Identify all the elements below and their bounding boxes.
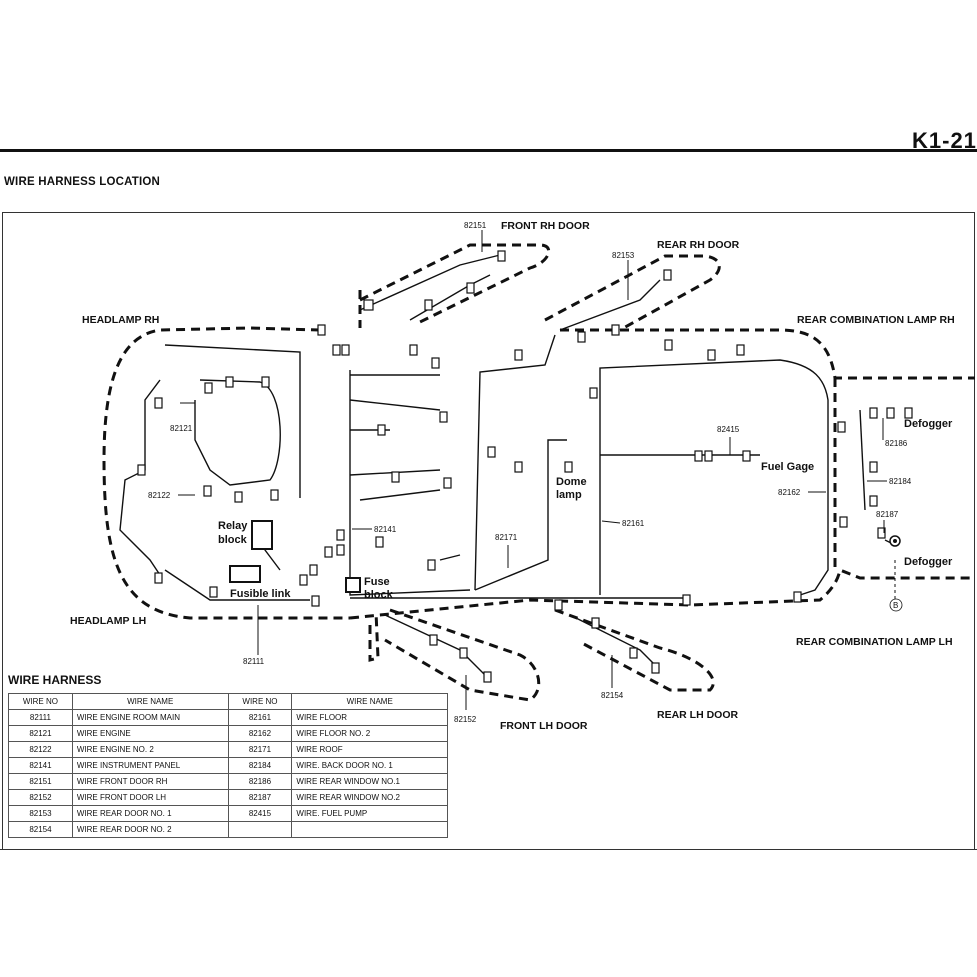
wire-name [291, 821, 448, 838]
fusible-link [229, 565, 261, 583]
wire-no: 82187 [227, 789, 293, 806]
label-dome: Dome [556, 476, 587, 488]
relay-block [251, 520, 273, 550]
wire-num-82184: 82184 [889, 477, 912, 486]
label-fusible-link: Fusible link [230, 588, 291, 600]
label-defogger-top: Defogger [904, 418, 953, 430]
wire-num-82171: 82171 [495, 533, 518, 542]
wire-harness-table: WIRE NO WIRE NAME WIRE NO WIRE NAME 8211… [8, 693, 448, 838]
wire-no: 82184 [227, 757, 293, 774]
label-relay: Relay [218, 520, 248, 532]
wire-num-82154: 82154 [601, 691, 624, 700]
page-number: K1-21 [912, 128, 977, 153]
wire-no: 82161 [227, 709, 293, 726]
footer-rule [0, 849, 977, 850]
label-defogger-bottom: Defogger [904, 556, 953, 568]
label-rear-combination-lamp-rh: REAR COMBINATION LAMP RH [797, 314, 955, 326]
wire-num-82153: 82153 [612, 251, 635, 260]
fuse-block [345, 577, 361, 593]
wire-name: WIRE. BACK DOOR NO. 1 [291, 757, 448, 774]
label-headlamp-lh: HEADLAMP LH [70, 615, 146, 627]
wire-no: 82152 [8, 789, 73, 806]
wire-name: WIRE FRONT DOOR RH [71, 773, 229, 790]
defogger-ground-dot [893, 539, 897, 543]
label-rear-rh-door: REAR RH DOOR [657, 239, 740, 251]
wire-no [227, 821, 293, 838]
wire-name: WIRE FRONT DOOR LH [71, 789, 229, 806]
label-front-lh-door: FRONT LH DOOR [500, 720, 588, 732]
wire-name: WIRE REAR WINDOW NO.1 [291, 773, 448, 790]
circle-b-label: B [893, 601, 898, 610]
header-rule [0, 149, 977, 152]
wire-num-82162: 82162 [778, 488, 801, 497]
wire-num-82161: 82161 [622, 519, 645, 528]
label-headlamp-rh: HEADLAMP RH [82, 314, 159, 326]
label-relay-block: block [218, 534, 248, 546]
wire-name: WIRE INSTRUMENT PANEL [71, 757, 229, 774]
wire-name: WIRE ENGINE NO. 2 [71, 741, 229, 758]
label-rear-lh-door: REAR LH DOOR [657, 709, 739, 721]
wire-name: WIRE. FUEL PUMP [291, 805, 448, 822]
wire-no: 82186 [227, 773, 293, 790]
connectors [137, 250, 913, 683]
vehicle-outline [102, 243, 975, 702]
wire-no: 82154 [8, 821, 73, 838]
wire-num-82151: 82151 [464, 221, 487, 230]
header-wire-name: WIRE NAME [71, 693, 229, 710]
wire-num-82111: 82111 [243, 657, 265, 666]
wire-no: 82121 [8, 725, 73, 742]
wire-num-82122: 82122 [148, 491, 171, 500]
header-wire-name-2: WIRE NAME [291, 693, 448, 710]
wire-name: WIRE ENGINE ROOM MAIN [71, 709, 229, 726]
label-fuse: Fuse [364, 576, 390, 588]
table-header-row: WIRE NO WIRE NAME WIRE NO WIRE NAME [8, 693, 448, 710]
wire-harness-title: WIRE HARNESS [8, 673, 102, 687]
wire-no: 82162 [227, 725, 293, 742]
pointer-arrows [178, 230, 896, 710]
wire-no: 82151 [8, 773, 73, 790]
wire-num-82121: 82121 [170, 424, 193, 433]
wire-no: 82141 [8, 757, 73, 774]
wire-name: WIRE FLOOR NO. 2 [291, 725, 448, 742]
wire-no: 82171 [227, 741, 293, 758]
wire-num-82186: 82186 [885, 439, 908, 448]
wire-no: 82122 [8, 741, 73, 758]
wire-name: WIRE ROOF [291, 741, 448, 758]
header-wire-no-2: WIRE NO [227, 693, 293, 710]
section-title: WIRE HARNESS LOCATION [4, 176, 161, 188]
label-dome-lamp: lamp [556, 489, 582, 501]
wire-name: WIRE REAR WINDOW NO.2 [291, 789, 448, 806]
wire-num-82187: 82187 [876, 510, 899, 519]
wire-name: WIRE FLOOR [291, 709, 448, 726]
label-front-rh-door: FRONT RH DOOR [501, 220, 590, 232]
wire-no: 82153 [8, 805, 73, 822]
wire-num-82152: 82152 [454, 715, 477, 724]
wire-name: WIRE REAR DOOR NO. 1 [71, 805, 229, 822]
wire-num-82141: 82141 [374, 525, 397, 534]
header-wire-no: WIRE NO [8, 693, 73, 710]
wire-name: WIRE ENGINE [71, 725, 229, 742]
label-fuel-gage: Fuel Gage [761, 461, 814, 473]
wire-name: WIRE REAR DOOR NO. 2 [71, 821, 229, 838]
diagram-frame [2, 212, 975, 849]
wire-no: 82111 [8, 709, 73, 726]
label-fuse-block: block [364, 589, 394, 601]
label-rear-combination-lamp-lh: REAR COMBINATION LAMP LH [796, 636, 953, 648]
wire-no: 82415 [227, 805, 293, 822]
circle-b-marker [889, 598, 903, 612]
wire-num-82415: 82415 [717, 425, 740, 434]
